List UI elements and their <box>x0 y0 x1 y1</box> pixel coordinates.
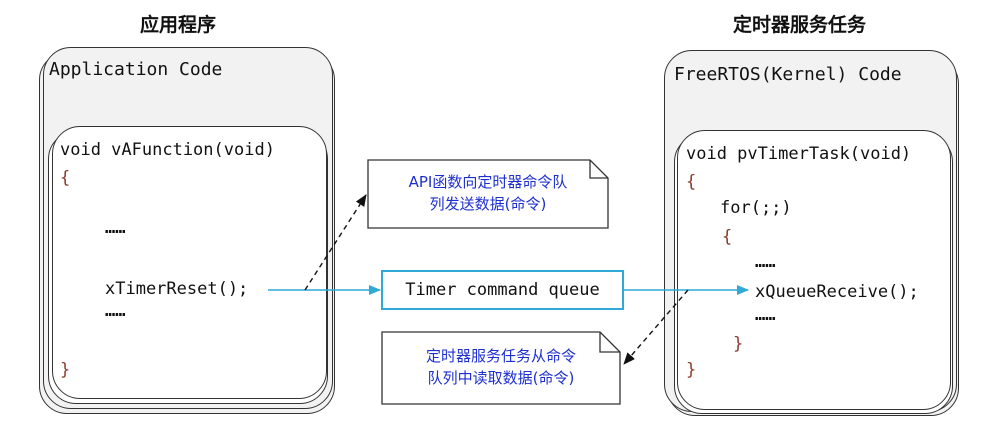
app-function-signature: void vAFunction(void) <box>60 140 275 160</box>
app-timer-reset-call: xTimerReset(); <box>105 279 249 299</box>
send-callout-arrow <box>304 194 367 291</box>
send-note-line-2: 列发送数据(命令) <box>429 195 547 213</box>
timer-task-heading: 定时器服务任务 <box>733 14 867 36</box>
kernel-code-title: FreeRTOS(Kernel) Code <box>674 64 902 85</box>
for-open-brace: { <box>722 227 733 247</box>
app-open-brace: { <box>60 168 71 188</box>
queue-receive-call: xQueueReceive(); <box>755 282 919 302</box>
receive-note-line-2: 队列中读取数据(命令) <box>427 369 575 387</box>
receive-note-line-1: 定时器服务任务从命令 <box>425 347 576 365</box>
timer-task-dots-bottom: …… <box>755 305 776 325</box>
receive-note: 定时器服务任务从命令 队列中读取数据(命令) <box>384 345 618 389</box>
send-note: API函数向定时器命令队 列发送数据(命令) <box>370 171 606 215</box>
send-note-line-1: API函数向定时器命令队 <box>408 173 568 191</box>
app-close-brace: } <box>60 360 71 380</box>
app-code-title: Application Code <box>49 59 223 80</box>
timer-command-queue: Timer command queue <box>381 270 624 310</box>
receive-note-shape <box>381 331 621 405</box>
app-function-box <box>52 126 327 399</box>
timer-task-dots-top: …… <box>755 252 776 272</box>
app-dots-top: …… <box>105 218 126 238</box>
timer-task-open-brace: { <box>686 172 697 192</box>
receive-callout-arrow <box>623 289 689 365</box>
for-close-brace: } <box>733 334 744 354</box>
for-loop-line: for(;;) <box>720 198 792 218</box>
app-heading: 应用程序 <box>140 14 217 36</box>
timer-task-signature: void pvTimerTask(void) <box>686 144 912 164</box>
timer-task-box <box>677 130 951 410</box>
timer-task-close-brace: } <box>686 360 697 380</box>
app-dots-bottom: …… <box>105 301 126 321</box>
send-note-shape <box>367 159 609 229</box>
